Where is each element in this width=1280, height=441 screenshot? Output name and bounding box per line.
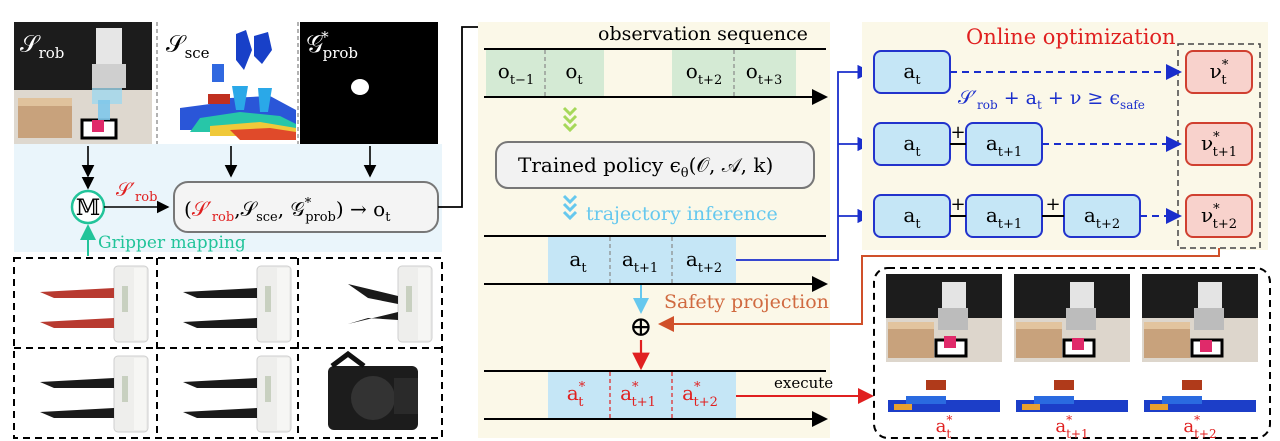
optimization-action-label: at (903, 131, 921, 160)
nu-box (1185, 194, 1253, 238)
plus-sign: + (950, 194, 965, 215)
safety-projection-label: Safety projection (664, 291, 829, 313)
trajectory-inference-label: trajectory inference (586, 203, 778, 225)
result-action-label: a*t+1 (1055, 413, 1088, 441)
observation-cell: ot+2 (686, 59, 722, 88)
action-cell: at+2 (686, 247, 722, 276)
result-frame (1014, 274, 1130, 412)
gripper-image (40, 265, 149, 343)
s-rob-label: 𝒮rob (20, 30, 64, 62)
optimization-action-label: at+2 (1084, 203, 1120, 232)
mapping-symbol: 𝕄 (76, 196, 100, 221)
input-images: 𝒮rob 𝒮sce 𝒢*prob (14, 22, 438, 144)
green-chevrons-icon (562, 106, 578, 133)
g-prob-label: 𝒢*prob (306, 28, 358, 62)
nu-label: ν*t+1 (1201, 130, 1237, 160)
safe-action-cell: a*t+1 (620, 380, 656, 410)
plus-sign: + (1045, 194, 1060, 215)
observation-formula: (𝒮′rob,𝒮sce, 𝒢*prob) → ot (184, 196, 391, 225)
s-rob-prime-label: 𝒮′rob (116, 179, 157, 205)
blue-chevrons-icon (562, 194, 578, 221)
optimization-action-label: at+1 (986, 131, 1022, 160)
observation-cell: ot−1 (498, 59, 534, 88)
gripper-image (348, 265, 433, 343)
s-sce-label: 𝒮sce (166, 30, 210, 62)
result-frame (1142, 274, 1258, 412)
safety-constraint: 𝒮′rob + at + ν ≥ ϵsafe (958, 87, 1145, 112)
nu-box (1185, 122, 1253, 166)
result-frame (886, 274, 1002, 412)
plus-sign: + (950, 122, 965, 143)
nu-box (1185, 50, 1253, 94)
online-optimization-title: Online optimization (966, 25, 1176, 49)
observation-cell: ot (565, 59, 583, 88)
optimization-action-label: at (903, 59, 921, 88)
optimization-action-label: at (903, 203, 921, 232)
observation-sequence-title: observation sequence (598, 23, 808, 45)
gripper-image (183, 265, 292, 343)
nu-label: ν*t (1210, 58, 1229, 88)
nu-label: ν*t+2 (1201, 202, 1237, 232)
result-action-label: a*t (936, 413, 953, 441)
oplus-operator: ⊕ (629, 310, 652, 343)
optimization-action-label: at+1 (986, 203, 1022, 232)
scene-pointcloud-image (160, 22, 296, 144)
gripper-mapping-caption: Gripper mapping (98, 233, 246, 253)
gripper-image (183, 355, 292, 433)
robot-photo-image (14, 22, 152, 144)
execute-label: execute (774, 374, 833, 392)
safe-action-cell: a*t+2 (682, 380, 718, 410)
action-cell: at (569, 247, 587, 276)
gripper-image (40, 355, 149, 433)
trained-policy-label: Trained policy ϵθ(𝒪, 𝒜, k) (518, 153, 773, 181)
observation-cell: ot+3 (746, 59, 782, 88)
action-cell: at+1 (622, 247, 658, 276)
safe-action-cell: a*t (567, 380, 586, 410)
gripper-image (328, 350, 418, 430)
trained-policy-box (495, 141, 815, 189)
result-action-label: a*t+2 (1183, 413, 1216, 441)
goal-mask-image (300, 22, 438, 144)
